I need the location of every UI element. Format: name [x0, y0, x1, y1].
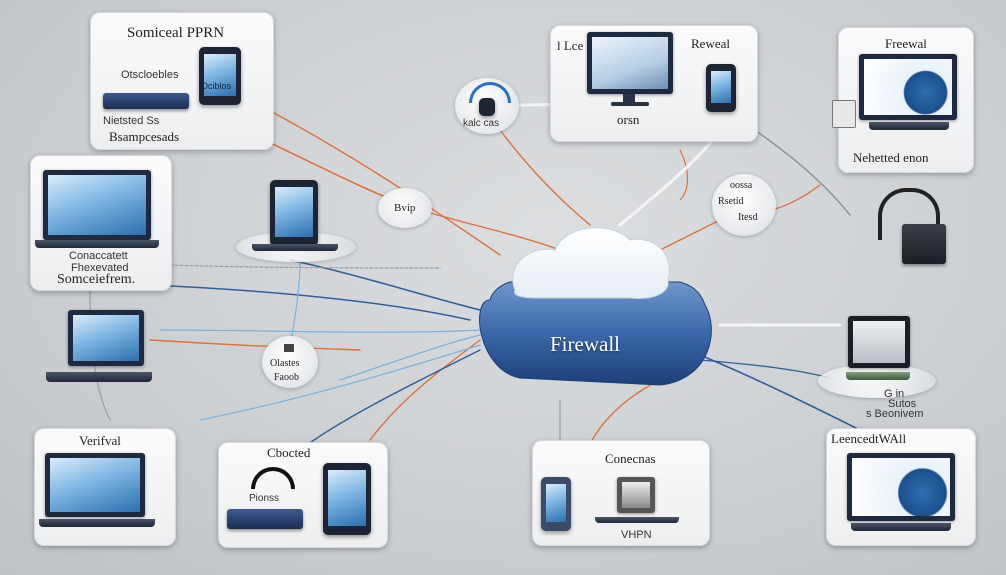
hub-label: Olastes — [270, 358, 300, 369]
card-reweal[interactable]: l Lce Reweal orsn — [550, 25, 758, 142]
monitor-icon — [859, 54, 957, 120]
router-icon — [227, 509, 303, 529]
hub-label: Faoob — [274, 372, 299, 383]
monitor-base — [611, 102, 649, 106]
monitor-icon — [587, 32, 673, 94]
right-hub[interactable]: oossa Rsetid Itesd — [712, 174, 776, 236]
switch-icon — [284, 344, 294, 352]
tablet-icon — [323, 463, 371, 535]
card-caption: Bsampcesads — [109, 129, 180, 144]
laptop-screen-icon — [617, 477, 655, 513]
caption: s Beonivem — [866, 408, 924, 420]
tablet-icon[interactable] — [270, 180, 318, 246]
hub-label: kalc cas — [463, 118, 500, 129]
card-cbocted[interactable]: Cbocted Pionss — [218, 442, 388, 548]
laptop-base — [35, 240, 159, 248]
phone-icon — [706, 64, 736, 112]
light-blue-wires — [159, 259, 481, 421]
keyboard — [851, 523, 951, 531]
laptop-base — [39, 519, 155, 527]
card-caption: orsn — [617, 112, 640, 127]
router-icon — [103, 93, 189, 109]
device-icon — [541, 477, 571, 531]
firewall-cloud-shape — [479, 227, 712, 386]
card-title-right: Reweal — [691, 36, 730, 51]
card-caption: Nehetted enon — [853, 150, 929, 165]
bvp-hub[interactable]: Bvip — [378, 188, 432, 228]
cloud-label: Firewall — [550, 332, 620, 356]
monitor-icon[interactable] — [848, 316, 910, 368]
laptop-screen-icon — [43, 170, 151, 240]
card-caption: Fhexevated — [71, 262, 129, 274]
card-title: LeencedtWAll — [831, 431, 907, 446]
card-somceiefrem[interactable]: Conaccatett Fhexevated Somceiefrem. — [30, 155, 172, 291]
card-title: Somiceal PPRN — [127, 25, 225, 41]
laptop-base — [46, 372, 152, 382]
wifi-phone-hub[interactable]: kalc cas — [455, 78, 519, 134]
tablet-dock — [252, 244, 338, 251]
card-verifval[interactable]: Verifval — [34, 428, 176, 546]
card-caption: Pionss — [249, 493, 280, 504]
headset-icon — [878, 188, 940, 240]
card-title: Conecnas — [605, 451, 656, 466]
caption: Sutos — [888, 398, 917, 410]
keyboard — [846, 372, 910, 380]
card-conecnas[interactable]: Conecnas VHPN — [532, 440, 710, 546]
plug-icon — [832, 100, 856, 128]
phone-icon — [479, 98, 495, 116]
monitor-stand — [623, 94, 635, 102]
monitor-platform — [818, 364, 936, 398]
wifi-icon — [251, 467, 295, 489]
laptop-base — [595, 517, 679, 523]
card-title: Verifval — [79, 433, 121, 448]
card-caption: VHPN — [621, 529, 652, 541]
caption: G in — [884, 388, 905, 400]
card-caption: Conaccatett — [69, 250, 128, 262]
hub-label: Rsetid — [718, 196, 744, 207]
keyboard — [869, 122, 949, 130]
card-title-left: l Lce — [557, 38, 584, 53]
card-title: Freewal — [885, 36, 927, 51]
laptop-screen-icon[interactable] — [68, 310, 144, 366]
device-box-icon — [902, 224, 946, 264]
tablet-icon — [199, 47, 241, 105]
card-caption: Nietsted Ss — [103, 115, 160, 127]
hub-label: oossa — [730, 180, 753, 191]
device-text: Ociblos — [201, 81, 232, 91]
card-somiceal-pprn[interactable]: Somiceal PPRN Otscloebles Ociblos Nietst… — [90, 12, 274, 150]
monitor-icon — [847, 453, 955, 521]
hub-label: Bvip — [394, 202, 416, 214]
left-hub[interactable]: Olastes Faoob — [262, 336, 318, 388]
white-wires — [89, 102, 851, 471]
card-title: Cbocted — [267, 445, 311, 460]
hub-label: Itesd — [738, 212, 758, 223]
laptop-screen-icon — [45, 453, 145, 517]
card-leencedtwall[interactable]: LeencedtWAll — [826, 428, 976, 546]
card-freewal[interactable]: Freewal Nehetted enon — [838, 27, 974, 173]
card-title: Somceiefrem. — [57, 272, 136, 287]
card-caption: Otscloebles — [121, 69, 179, 81]
